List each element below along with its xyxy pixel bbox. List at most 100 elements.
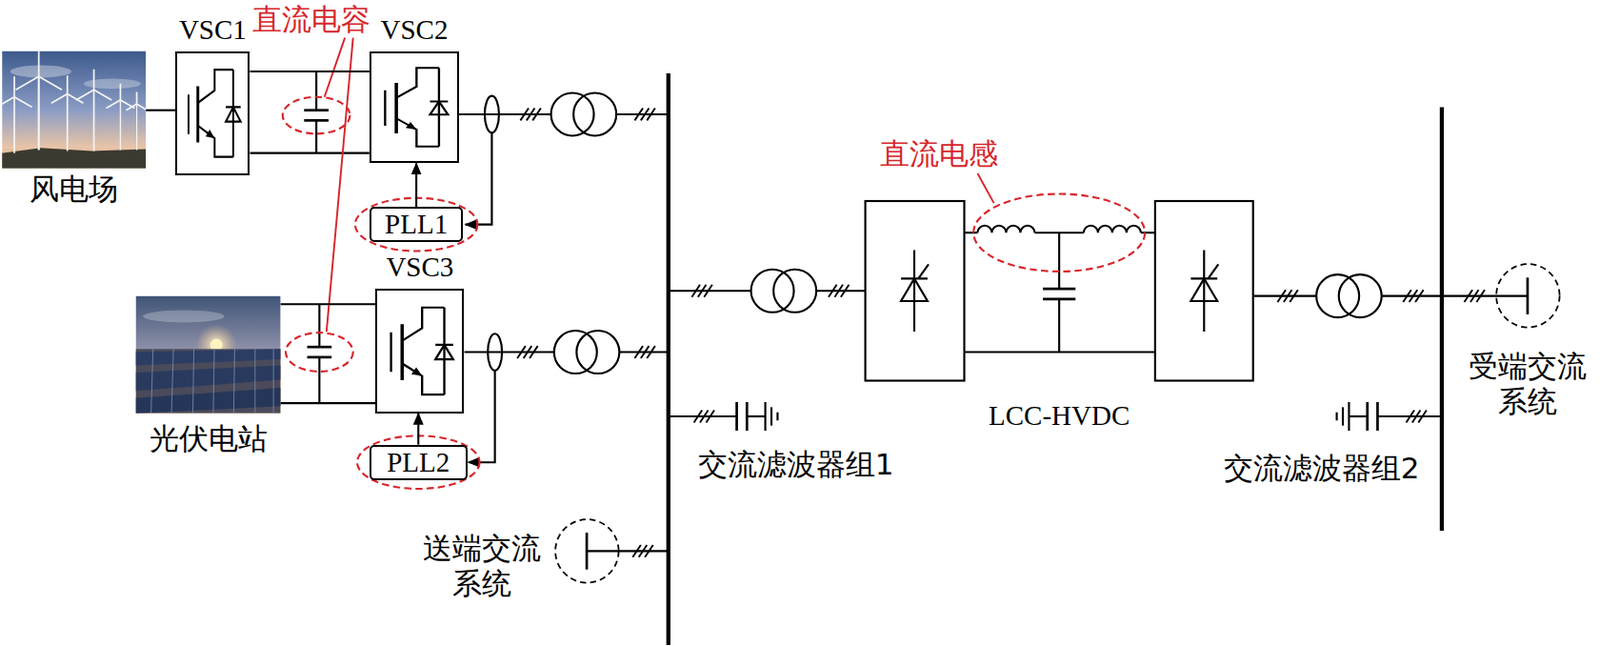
filter-label: 交流滤波器组2: [1223, 451, 1420, 484]
wind-farm-picture: [120, 83, 122, 100]
connector-line: [145, 109, 176, 112]
pv-station-picture: [142, 310, 225, 323]
node-label: VSC2: [380, 15, 449, 46]
pv-station-picture: [151, 348, 154, 413]
pv-station-picture: [213, 348, 215, 413]
capacitor-symbol: [307, 356, 333, 360]
ac-bus: [668, 73, 1442, 645]
wind-farm-picture: [120, 100, 121, 150]
ground-symbol: [765, 401, 1350, 431]
node-label: 送端交流 系统: [418, 530, 545, 601]
ground-symbol: [1341, 406, 1344, 425]
highlight-ellipse: [355, 198, 479, 252]
pll-box: PLL2: [369, 444, 468, 480]
wind-farm-picture: [136, 91, 139, 104]
wire: [464, 350, 555, 353]
pv-station: 光伏电站: [136, 296, 281, 457]
highlight-ellipse: [282, 97, 1145, 489]
converter-box: VSC1: [175, 51, 250, 177]
source-circle: [555, 519, 619, 582]
three-phase-mark: [1405, 410, 1426, 423]
wind-farm: 风电场: [1, 51, 146, 207]
thyristor-symbol: [900, 249, 929, 332]
wind-farm-picture: [125, 103, 137, 110]
wind-farm-picture: [137, 103, 147, 110]
source-terminal: [1526, 277, 1530, 315]
wire: [964, 350, 1156, 353]
three-phase-mark: [1277, 289, 1298, 302]
pv-station-picture: [233, 348, 235, 413]
igbt-symbol: [188, 67, 454, 395]
transformer-symbol: [751, 269, 818, 313]
wire: [1441, 295, 1528, 298]
transformer-symbol: [551, 92, 618, 136]
inductor-symbol: [977, 225, 1140, 233]
pv-station-picture: [136, 364, 281, 391]
wind-farm-picture: [38, 76, 40, 150]
wind-farm-picture: [66, 75, 69, 94]
wire: [315, 120, 318, 153]
pv-station-picture: [136, 296, 281, 414]
connector-line: [415, 162, 418, 207]
node-label: PLL1: [384, 210, 448, 239]
ground-symbol: [1335, 412, 1338, 421]
wire: [1058, 232, 1060, 289]
ground-symbol: [1347, 401, 1350, 431]
wind-farm-picture: [106, 100, 121, 109]
wind-farm-picture: [76, 89, 95, 100]
inductor-symbol: [977, 225, 1035, 233]
ac-bus: [1440, 106, 1444, 531]
node-label: PLL2: [386, 448, 450, 477]
wire: [964, 231, 979, 234]
wire: [1348, 415, 1367, 418]
wire: [250, 152, 370, 155]
leader-line: [324, 38, 345, 98]
wind-farm-picture: [136, 103, 138, 150]
capacitor-symbol: [1376, 401, 1380, 431]
wire: [280, 401, 377, 404]
wire: [318, 303, 320, 347]
ac-source: 受端交流 系统: [1494, 261, 1562, 330]
thyristor-converter: [865, 200, 965, 381]
capacitor-symbol: [303, 108, 329, 112]
callout-label: 直流电容: [252, 2, 371, 36]
three-phase-mark: [634, 108, 655, 121]
current-sensor: [484, 96, 500, 134]
three-phase-mark: [1402, 289, 1423, 302]
wind-farm-picture: [93, 89, 96, 151]
pv-station-picture: [193, 348, 195, 413]
wind-farm-picture: [13, 97, 16, 154]
leader-line: [324, 38, 995, 332]
igbt-symbol: [391, 307, 454, 395]
converter-box: VSC3: [375, 288, 464, 414]
wind-farm-picture: [66, 94, 69, 152]
connector-line: [249, 70, 369, 73]
pv-station-picture: [273, 348, 275, 413]
pv-station-picture: [136, 348, 281, 365]
node-label: VSC3: [385, 252, 454, 283]
wind-farm-picture: [93, 69, 96, 90]
current-sensor: [484, 96, 502, 371]
wind-farm-picture: [1, 51, 146, 154]
wire: [250, 71, 1528, 551]
three-phase-mark: [1464, 289, 1485, 302]
capacitor-symbol: [303, 119, 329, 122]
pv-station-picture: [151, 348, 275, 413]
source-circle: [1494, 261, 1562, 330]
three-phase-mark: [691, 284, 712, 298]
current-sensor: [487, 333, 502, 371]
inductor-symbol: [1083, 225, 1141, 233]
wind-farm-picture: [10, 65, 72, 79]
capacitor-symbol: [1365, 401, 1369, 431]
wind-farm-picture: [1, 97, 15, 108]
wind-farm-picture: [1, 51, 146, 169]
wind-farm-picture: [1, 51, 146, 169]
highlight-ellipse: [282, 97, 351, 135]
wire: [1058, 299, 1060, 353]
converter-box: VSC2: [369, 51, 460, 164]
leader-line: [977, 173, 994, 203]
